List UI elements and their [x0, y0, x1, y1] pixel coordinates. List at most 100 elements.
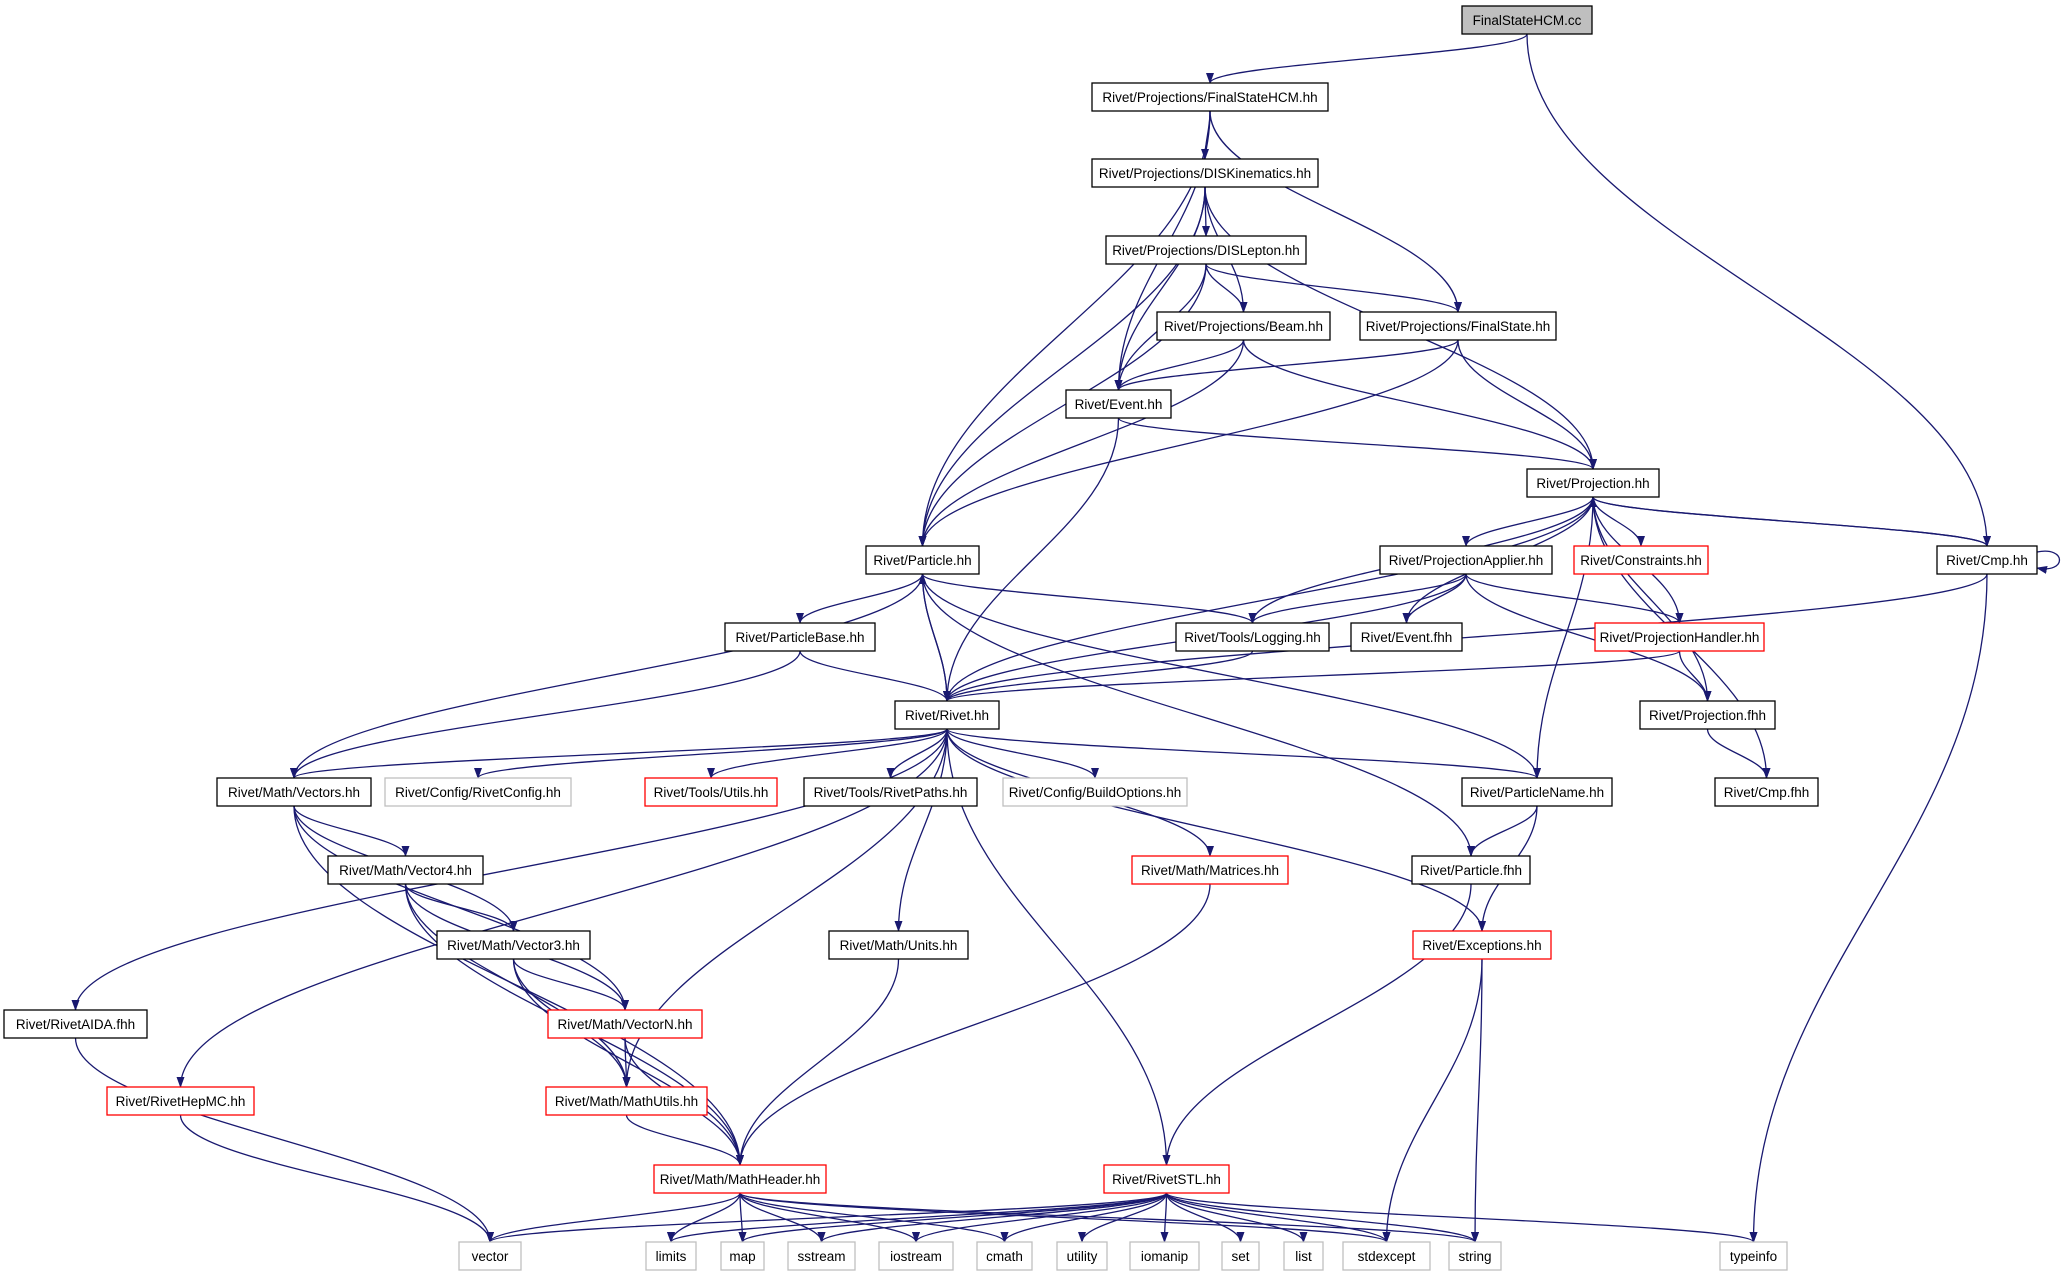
- node-box: [458, 1241, 522, 1271]
- node-label: Rivet/ParticleName.hh: [1470, 785, 1604, 800]
- edge-rivet-rivetstl-hh-to-typeinfo: [1165, 1192, 1758, 1243]
- node-rivet-projection-hh[interactable]: Rivet/Projection.hh: [1526, 468, 1660, 498]
- node-label: Rivet/Math/Units.hh: [840, 938, 958, 953]
- node-rivet-projectionhandler-hh[interactable]: Rivet/ProjectionHandler.hh: [1594, 622, 1765, 652]
- node-label: Rivet/ProjectionHandler.hh: [1600, 630, 1760, 645]
- node-label: map: [729, 1249, 755, 1264]
- node-box: [1221, 1241, 1260, 1271]
- node-rivet-tools-utils-hh[interactable]: Rivet/Tools/Utils.hh: [644, 777, 778, 807]
- edge-rivet-rivet-hh-to-rivet-tools-utils-hh: [707, 728, 948, 779]
- node-label: utility: [1067, 1249, 1098, 1264]
- edge-rivet-rivet-hh-to-rivet-exceptions-hh: [946, 728, 1486, 932]
- node-rivet-particle-hh[interactable]: Rivet/Particle.hh: [865, 545, 980, 575]
- edge-rivet-rivet-hh-to-rivet-math-units-hh: [894, 728, 948, 932]
- edge-rivet-exceptions-hh-to-string: [1471, 958, 1483, 1243]
- edge-rivet-math-vectors-hh-to-rivet-math-vector4-hh: [293, 805, 410, 857]
- node-box: [878, 1241, 954, 1271]
- node-rivet-projections-dislepton-hh[interactable]: Rivet/Projections/DISLepton.hh: [1105, 235, 1307, 265]
- nodes-layer: FinalStateHCM.ccRivet/Projections/FinalS…: [3, 5, 2038, 1271]
- edge-rivet-projectionhandler-hh-to-rivet-rivet-hh: [943, 650, 1681, 702]
- node-map: map: [720, 1241, 765, 1271]
- node-box: [1594, 622, 1765, 652]
- edge-rivet-rivetstl-hh-to-list: [1165, 1192, 1308, 1243]
- node-rivet-projections-diskinematics-hh[interactable]: Rivet/Projections/DISKinematics.hh: [1091, 158, 1319, 188]
- node-rivet-rivet-hh[interactable]: Rivet/Rivet.hh: [894, 700, 1000, 730]
- node-label: Rivet/Tools/Utils.hh: [654, 785, 769, 800]
- edge-rivet-projections-dislepton-hh-to-rivet-projections-finalstate-hh: [1205, 263, 1462, 313]
- edge-rivet-event-hh-to-rivet-rivet-hh: [943, 417, 1120, 702]
- node-label: Rivet/Math/MathHeader.hh: [660, 1172, 821, 1187]
- edge-rivet-projectionapplier-hh-to-rivet-tools-logging-hh: [1248, 573, 1467, 624]
- node-finalstatehcm-cc[interactable]: FinalStateHCM.cc: [1461, 5, 1593, 35]
- edge-rivet-rivetstl-hh-to-iomanip: [1160, 1192, 1169, 1243]
- edge-rivet-math-vector3-hh-to-rivet-math-mathheader-hh: [512, 958, 744, 1166]
- node-rivet-math-units-hh[interactable]: Rivet/Math/Units.hh: [828, 930, 969, 960]
- node-rivet-math-mathutils-hh[interactable]: Rivet/Math/MathUtils.hh: [545, 1086, 708, 1116]
- node-box: [1461, 5, 1593, 35]
- node-box: [1412, 930, 1552, 960]
- node-rivet-tools-logging-hh[interactable]: Rivet/Tools/Logging.hh: [1175, 622, 1330, 652]
- node-rivet-event-fhh[interactable]: Rivet/Event.fhh: [1350, 622, 1463, 652]
- node-label: Rivet/Projection.fhh: [1649, 708, 1766, 723]
- node-box: [1131, 855, 1289, 885]
- edge-rivet-particle-hh-to-rivet-math-vectors-hh: [290, 573, 924, 779]
- node-box: [865, 545, 980, 575]
- node-rivet-particle-fhh[interactable]: Rivet/Particle.fhh: [1411, 855, 1531, 885]
- node-limits: limits: [645, 1241, 697, 1271]
- node-rivet-cmp-fhh[interactable]: Rivet/Cmp.fhh: [1714, 777, 1819, 807]
- node-box: [787, 1241, 856, 1271]
- node-rivet-projections-beam-hh[interactable]: Rivet/Projections/Beam.hh: [1156, 311, 1331, 341]
- node-label: Rivet/Rivet.hh: [905, 708, 989, 723]
- node-label: Rivet/Projections/FinalStateHCM.hh: [1102, 90, 1317, 105]
- node-rivet-event-hh[interactable]: Rivet/Event.hh: [1065, 389, 1172, 419]
- node-box: [1448, 1241, 1502, 1271]
- edge-rivet-exceptions-hh-to-stdexcept: [1382, 958, 1483, 1243]
- node-label: iostream: [890, 1249, 942, 1264]
- node-label: Rivet/Particle.fhh: [1420, 863, 1522, 878]
- edge-rivet-rivet-hh-to-rivet-tools-rivetpaths-hh: [886, 728, 948, 779]
- edge-rivet-math-mathheader-hh-to-cmath: [739, 1192, 1009, 1243]
- node-rivet-cmp-hh[interactable]: Rivet/Cmp.hh: [1936, 545, 2038, 575]
- node-rivet-projections-finalstate-hh[interactable]: Rivet/Projections/FinalState.hh: [1359, 311, 1557, 341]
- node-rivet-math-vectors-hh[interactable]: Rivet/Math/Vectors.hh: [216, 777, 372, 807]
- node-rivet-math-vector4-hh[interactable]: Rivet/Math/Vector4.hh: [327, 855, 484, 885]
- node-label: Rivet/Cmp.hh: [1946, 553, 2028, 568]
- node-rivet-particlebase-hh[interactable]: Rivet/ParticleBase.hh: [724, 622, 876, 652]
- node-rivet-tools-rivetpaths-hh[interactable]: Rivet/Tools/RivetPaths.hh: [803, 777, 978, 807]
- edge-rivet-particle-hh-to-rivet-particlebase-hh: [796, 573, 924, 624]
- edge-rivet-math-vector3-hh-to-rivet-math-vectorn-hh: [512, 958, 629, 1011]
- edge-rivet-projectionapplier-hh-to-rivet-projection-fhh: [1465, 573, 1712, 702]
- edge-finalstatehcm-cc-to-rivet-projections-finalstatehcm-hh: [1206, 33, 1528, 84]
- edge-rivet-projections-finalstate-hh-to-rivet-projection-hh: [1457, 339, 1597, 470]
- edge-rivet-cmp-hh-to-rivet-cmp-hh: [2036, 550, 2061, 574]
- edge-rivet-particle-fhh-to-rivet-rivetstl-hh: [1162, 883, 1472, 1166]
- node-rivet-rivetstl-hh[interactable]: Rivet/RivetSTL.hh: [1103, 1164, 1230, 1194]
- node-rivet-math-mathheader-hh[interactable]: Rivet/Math/MathHeader.hh: [653, 1164, 827, 1194]
- node-rivet-math-matrices-hh[interactable]: Rivet/Math/Matrices.hh: [1131, 855, 1289, 885]
- node-rivet-math-vectorn-hh[interactable]: Rivet/Math/VectorN.hh: [547, 1009, 703, 1039]
- node-label: Rivet/Math/Vector4.hh: [339, 863, 472, 878]
- node-rivet-exceptions-hh[interactable]: Rivet/Exceptions.hh: [1412, 930, 1552, 960]
- edge-rivet-particlebase-hh-to-rivet-math-vectors-hh: [290, 650, 801, 779]
- node-rivet-particlename-hh[interactable]: Rivet/ParticleName.hh: [1461, 777, 1613, 807]
- edge-rivet-math-mathheader-hh-to-vector: [486, 1192, 741, 1243]
- node-rivet-projectionapplier-hh[interactable]: Rivet/ProjectionApplier.hh: [1379, 545, 1553, 575]
- node-rivet-rivethepmc-hh[interactable]: Rivet/RivetHepMC.hh: [106, 1086, 255, 1116]
- node-box: [1103, 1164, 1230, 1194]
- node-rivet-rivetaida-fhh[interactable]: Rivet/RivetAIDA.fhh: [3, 1009, 148, 1039]
- node-rivet-projection-fhh[interactable]: Rivet/Projection.fhh: [1639, 700, 1776, 730]
- node-box: [803, 777, 978, 807]
- node-rivet-math-vector3-hh[interactable]: Rivet/Math/Vector3.hh: [436, 930, 591, 960]
- node-rivet-constraints-hh[interactable]: Rivet/Constraints.hh: [1573, 545, 1709, 575]
- edge-rivet-projections-dislepton-hh-to-rivet-projections-beam-hh: [1205, 263, 1248, 313]
- node-utility: utility: [1056, 1241, 1108, 1271]
- node-box: [720, 1241, 765, 1271]
- node-box: [384, 777, 572, 807]
- edge-rivet-particle-hh-to-rivet-tools-logging-hh: [921, 573, 1257, 624]
- node-box: [1105, 235, 1307, 265]
- node-rivet-projections-finalstatehcm-hh[interactable]: Rivet/Projections/FinalStateHCM.hh: [1091, 82, 1329, 112]
- node-cmath: cmath: [976, 1241, 1033, 1271]
- node-label: Rivet/Projections/FinalState.hh: [1366, 319, 1551, 334]
- node-label: Rivet/Projections/DISLepton.hh: [1112, 243, 1300, 258]
- edge-rivet-projection-hh-to-rivet-rivet-hh: [943, 496, 1594, 702]
